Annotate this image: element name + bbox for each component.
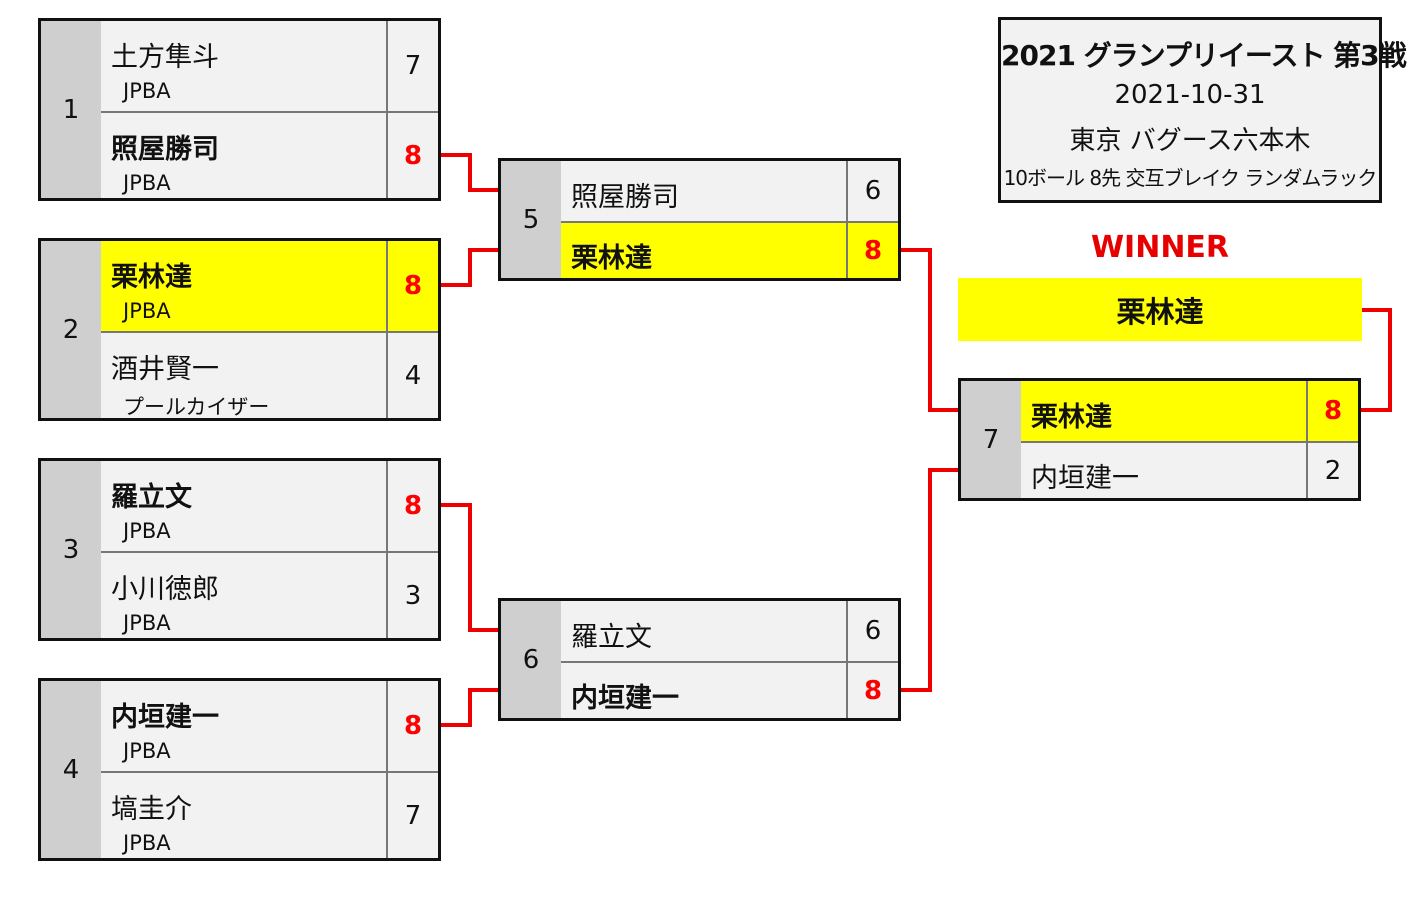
- player-name: 塙圭介: [111, 794, 192, 825]
- player-org: JPBA: [123, 79, 171, 103]
- line-6-to-7: [901, 468, 958, 692]
- player-row: 羅立文 6: [561, 601, 898, 663]
- player-score: 8: [386, 241, 438, 331]
- player-name: 内垣建一: [571, 683, 679, 714]
- match-3: 3 羅立文 JPBA 8 小川徳郎 JPBA 3: [38, 458, 441, 641]
- match-number: 1: [41, 21, 101, 198]
- player-name: 栗林達: [571, 243, 652, 274]
- match-5: 5 照屋勝司 6 栗林達 8: [498, 158, 901, 281]
- line-7-to-winner: [1361, 308, 1392, 412]
- line-4-to-6: [441, 688, 498, 727]
- line-1-to-5: [441, 153, 498, 192]
- match-7: 7 栗林達 8 内垣建一 2: [958, 378, 1361, 501]
- match-number: 5: [501, 161, 561, 278]
- player-name: 内垣建一: [111, 702, 219, 733]
- player-row: 土方隼斗 JPBA 7: [101, 21, 438, 113]
- match-number: 2: [41, 241, 101, 418]
- player-score: 8: [846, 663, 898, 718]
- match-number: 6: [501, 601, 561, 718]
- player-name: 羅立文: [111, 482, 192, 513]
- tournament-title: 2021 グランプリイースト 第3戦: [1001, 39, 1407, 72]
- player-row: 塙圭介 JPBA 7: [101, 773, 438, 858]
- player-score: 8: [386, 681, 438, 771]
- player-name: 栗林達: [1031, 402, 1112, 433]
- player-score: 6: [846, 601, 898, 661]
- winner-label: WINNER: [1090, 230, 1230, 265]
- player-score: 2: [1306, 443, 1358, 498]
- tournament-venue: 東京 バグース六本木: [1069, 126, 1311, 156]
- player-score: 6: [846, 161, 898, 221]
- player-row: 内垣建一 JPBA 8: [101, 681, 438, 773]
- player-row: 栗林達 8: [561, 223, 898, 278]
- player-row: 内垣建一 8: [561, 663, 898, 718]
- match-1: 1 土方隼斗 JPBA 7 照屋勝司 JPBA 8: [38, 18, 441, 201]
- player-score: 8: [846, 223, 898, 278]
- match-2: 2 栗林達 JPBA 8 酒井賢一 プールカイザー 4: [38, 238, 441, 421]
- player-org: JPBA: [123, 739, 171, 763]
- line-3-to-6: [441, 503, 498, 632]
- player-score: 8: [386, 461, 438, 551]
- player-row: 内垣建一 2: [1021, 443, 1358, 498]
- player-org: JPBA: [123, 831, 171, 855]
- player-name: 栗林達: [111, 262, 192, 293]
- player-name: 土方隼斗: [111, 42, 219, 73]
- winner-name: 栗林達: [958, 278, 1362, 341]
- player-org: JPBA: [123, 611, 171, 635]
- line-5-to-7: [901, 248, 958, 412]
- player-score: 3: [386, 553, 438, 638]
- player-org: プールカイザー: [123, 395, 270, 419]
- player-name: 照屋勝司: [571, 182, 679, 213]
- player-name: 酒井賢一: [111, 354, 219, 385]
- player-score: 4: [386, 333, 438, 418]
- tournament-info: 2021 グランプリイースト 第3戦 2021-10-31 東京 バグース六本木…: [998, 17, 1407, 203]
- player-name: 照屋勝司: [111, 134, 219, 165]
- player-row: 照屋勝司 JPBA 8: [101, 113, 438, 198]
- player-row: 照屋勝司 6: [561, 161, 898, 223]
- match-number: 4: [41, 681, 101, 858]
- player-org: JPBA: [123, 519, 171, 543]
- line-2-to-5: [441, 248, 498, 287]
- player-row: 酒井賢一 プールカイザー 4: [101, 333, 438, 419]
- player-row: 羅立文 JPBA 8: [101, 461, 438, 553]
- player-name: 小川徳郎: [111, 574, 219, 605]
- match-6: 6 羅立文 6 内垣建一 8: [498, 598, 901, 721]
- player-row: 小川徳郎 JPBA 3: [101, 553, 438, 638]
- match-4: 4 内垣建一 JPBA 8 塙圭介 JPBA 7: [38, 678, 441, 861]
- player-row: 栗林達 JPBA 8: [101, 241, 438, 333]
- player-score: 8: [1306, 381, 1358, 441]
- player-org: JPBA: [123, 171, 171, 195]
- player-score: 8: [386, 113, 438, 198]
- player-name: 内垣建一: [1031, 463, 1139, 494]
- player-name: 羅立文: [571, 622, 652, 653]
- player-org: JPBA: [123, 299, 171, 323]
- tournament-rules: 10ボール 8先 交互ブレイク ランダムラック: [1003, 166, 1378, 190]
- player-score: 7: [386, 21, 438, 111]
- player-row: 栗林達 8: [1021, 381, 1358, 443]
- match-number: 3: [41, 461, 101, 638]
- player-score: 7: [386, 773, 438, 858]
- tournament-date: 2021-10-31: [1114, 80, 1266, 110]
- match-number: 7: [961, 381, 1021, 498]
